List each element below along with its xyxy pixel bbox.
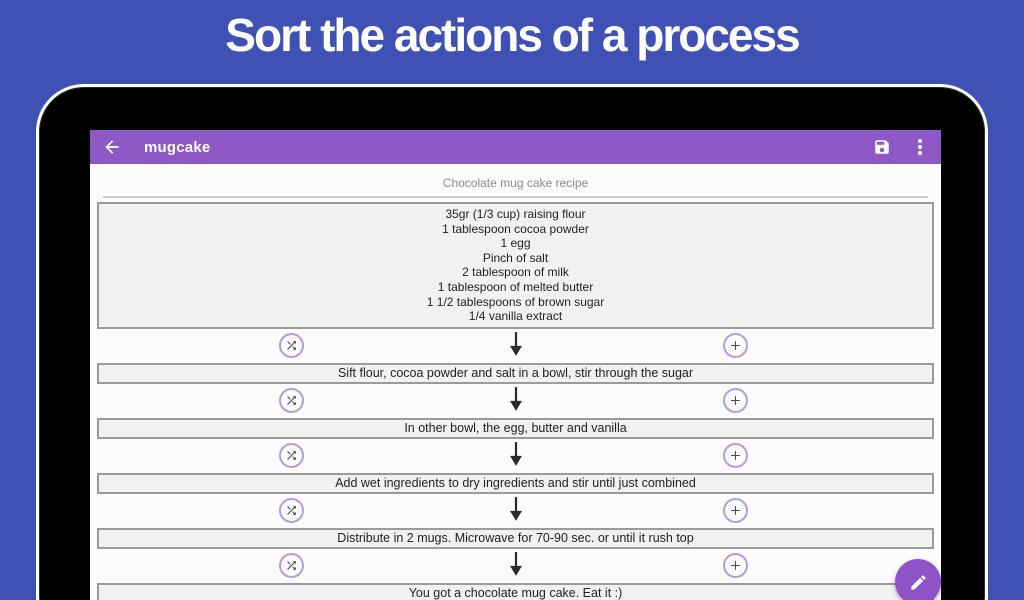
ingredients-box[interactable]: 35gr (1/3 cup) raising flour 1 tablespoo… — [97, 202, 934, 329]
down-arrow-icon — [509, 331, 522, 356]
ingredient-line: Pinch of salt — [482, 250, 549, 265]
app-toolbar: mugcake — [90, 130, 941, 164]
edit-pencil-icon — [910, 574, 926, 590]
shuffle-icon[interactable] — [279, 552, 304, 578]
step-text: Distribute in 2 mugs. Microwave for 70-9… — [337, 531, 694, 546]
app-screen: mugcake Chocolate mug cake recipe 35gr (… — [90, 130, 941, 600]
ingredient-line: 2 tablespoon of milk — [462, 265, 569, 280]
toolbar-title: mugcake — [144, 138, 211, 156]
down-arrow-icon — [509, 441, 522, 466]
step-text: You got a chocolate mug cake. Eat it :) — [408, 586, 623, 600]
step-box[interactable]: Add wet ingredients to dry ingredients a… — [97, 472, 934, 494]
step-box[interactable]: You got a chocolate mug cake. Eat it :) — [97, 582, 934, 600]
shuffle-icon[interactable] — [279, 332, 304, 358]
ingredient-line: 1 tablespoon cocoa powder — [442, 221, 589, 236]
step-text: In other bowl, the egg, butter and vanil… — [404, 421, 627, 436]
process-flow: Sift flour, cocoa powder and salt in a b… — [90, 329, 941, 600]
plus-icon[interactable] — [723, 387, 748, 413]
plus-icon[interactable] — [723, 442, 748, 468]
shuffle-icon[interactable] — [279, 497, 304, 523]
action-row — [90, 549, 941, 581]
down-arrow-icon — [509, 496, 522, 521]
overflow-menu-icon[interactable] — [911, 138, 929, 156]
recipe-title[interactable]: Chocolate mug cake recipe — [442, 176, 589, 190]
save-icon[interactable] — [873, 138, 891, 156]
step-box[interactable]: Distribute in 2 mugs. Microwave for 70-9… — [97, 527, 934, 549]
action-row — [90, 439, 941, 471]
step-box[interactable]: In other bowl, the egg, butter and vanil… — [97, 417, 934, 439]
back-arrow-icon[interactable] — [102, 137, 122, 157]
ingredient-line: 35gr (1/3 cup) raising flour — [445, 207, 586, 221]
edit-fab[interactable] — [895, 559, 941, 600]
plus-icon[interactable] — [723, 552, 748, 578]
plus-icon[interactable] — [723, 497, 748, 523]
page-title: Sort the actions of a process — [225, 9, 800, 61]
ingredient-line: 1/4 vanilla extract — [468, 309, 563, 324]
plus-icon[interactable] — [723, 332, 748, 358]
shuffle-icon[interactable] — [279, 442, 304, 468]
step-text: Add wet ingredients to dry ingredients a… — [335, 476, 696, 491]
action-row — [90, 384, 941, 416]
step-text: Sift flour, cocoa powder and salt in a b… — [337, 366, 694, 381]
header-divider — [103, 196, 928, 198]
down-arrow-icon — [509, 551, 522, 576]
ingredient-line: 1 tablespoon of melted butter — [437, 279, 594, 294]
step-box[interactable]: Sift flour, cocoa powder and salt in a b… — [97, 362, 934, 384]
shuffle-icon[interactable] — [279, 387, 304, 413]
ingredient-line: 1 1/2 tablespoons of brown sugar — [426, 294, 605, 309]
ingredient-line: 1 egg — [500, 236, 531, 251]
action-row — [90, 494, 941, 526]
down-arrow-icon — [509, 386, 522, 411]
action-row — [90, 329, 941, 361]
